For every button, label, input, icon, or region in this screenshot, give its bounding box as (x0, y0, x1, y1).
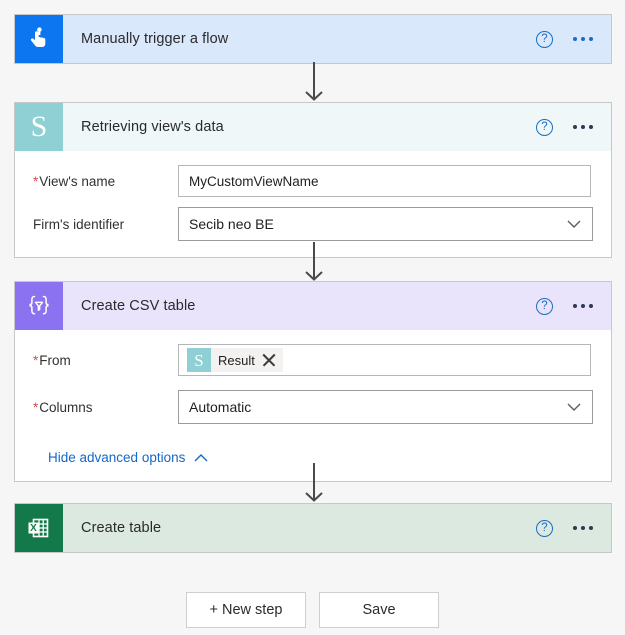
help-icon[interactable]: ? (536, 30, 553, 48)
required-asterisk: * (33, 173, 39, 189)
field-control-views-name (178, 165, 593, 197)
connector-line-3 (313, 463, 315, 501)
more-options-icon[interactable] (573, 125, 593, 129)
dynamic-content-token-result[interactable]: S Result (187, 348, 283, 372)
field-control-columns: Automatic (178, 390, 593, 424)
help-icon[interactable]: ? (536, 519, 553, 537)
hide-advanced-options-label: Hide advanced options (48, 450, 186, 465)
card-header-actions: ? (536, 118, 611, 136)
card-title: Create CSV table (81, 298, 196, 314)
data-operation-braces-icon (15, 282, 63, 330)
field-row-firms-identifier: Firm's identifier Secib neo BE (33, 207, 593, 241)
card-header[interactable]: S Retrieving view's data ? (15, 103, 611, 151)
secib-icon-letter: S (30, 110, 48, 143)
chevron-down-icon (567, 216, 581, 232)
connector-arrow-1 (305, 88, 323, 101)
tap-hand-icon (15, 15, 63, 63)
required-asterisk: * (33, 399, 39, 415)
close-icon[interactable] (261, 352, 277, 368)
card-header[interactable]: Create CSV table ? (15, 282, 611, 330)
connector-arrow-2 (305, 268, 323, 281)
chevron-down-icon (567, 399, 581, 415)
field-row-from: *From S Result (33, 344, 593, 376)
field-label-text: Firm's identifier (33, 216, 125, 232)
connector-line-2 (313, 242, 315, 280)
views-name-input[interactable] (178, 165, 591, 197)
help-icon[interactable]: ? (536, 297, 553, 315)
card-header[interactable]: Manually trigger a flow ? (15, 15, 611, 63)
secib-s-icon: S (15, 103, 63, 151)
save-button[interactable]: Save (319, 592, 439, 628)
field-row-columns: *Columns Automatic (33, 390, 593, 424)
card-header-actions: ? (536, 519, 611, 537)
chevron-up-icon (194, 450, 208, 465)
secib-s-icon: S (187, 348, 211, 372)
svg-text:X: X (30, 523, 37, 534)
card-header-actions: ? (536, 30, 611, 48)
excel-icon: X (15, 504, 63, 552)
field-label-text: View's name (39, 173, 116, 189)
card-header[interactable]: X Create table ? (15, 504, 611, 552)
card-header-actions: ? (536, 297, 611, 315)
card-body: *View's name Firm's identifier Secib neo… (15, 151, 611, 257)
connector-line-1 (313, 62, 315, 100)
flow-action-buttons: + New step Save (0, 592, 625, 628)
field-label-views-name: *View's name (33, 174, 178, 189)
field-control-from: S Result (178, 344, 593, 376)
flow-step-card-create-csv-table[interactable]: Create CSV table ? *From S Result (14, 281, 612, 482)
hide-advanced-options-link[interactable]: Hide advanced options (33, 450, 208, 465)
columns-value: Automatic (189, 399, 252, 415)
field-control-firms-identifier: Secib neo BE (178, 207, 593, 241)
firms-identifier-dropdown[interactable]: Secib neo BE (178, 207, 593, 241)
required-asterisk: * (33, 352, 39, 368)
field-label-text: Columns (39, 399, 93, 415)
more-options-icon[interactable] (573, 526, 593, 530)
more-options-icon[interactable] (573, 37, 593, 41)
flow-step-card-trigger[interactable]: Manually trigger a flow ? (14, 14, 612, 64)
field-label-firms-identifier: Firm's identifier (33, 217, 178, 232)
connector-arrow-3 (305, 489, 323, 502)
field-row-views-name: *View's name (33, 165, 593, 197)
help-icon[interactable]: ? (536, 118, 553, 136)
field-label-from: *From (33, 353, 178, 368)
more-options-icon[interactable] (573, 304, 593, 308)
new-step-button[interactable]: + New step (186, 592, 306, 628)
from-token-input[interactable]: S Result (178, 344, 591, 376)
flow-step-card-create-table[interactable]: X Create table ? (14, 503, 612, 553)
firms-identifier-value: Secib neo BE (189, 216, 274, 232)
card-body: *From S Result *Columns (15, 330, 611, 481)
columns-dropdown[interactable]: Automatic (178, 390, 593, 424)
card-title: Create table (81, 520, 162, 536)
field-label-text: From (39, 352, 71, 368)
field-label-columns: *Columns (33, 400, 178, 415)
card-title: Manually trigger a flow (81, 31, 229, 47)
card-title: Retrieving view's data (81, 119, 224, 135)
token-label: Result (218, 352, 255, 368)
flow-step-card-retrieving-views-data[interactable]: S Retrieving view's data ? *View's name … (14, 102, 612, 258)
